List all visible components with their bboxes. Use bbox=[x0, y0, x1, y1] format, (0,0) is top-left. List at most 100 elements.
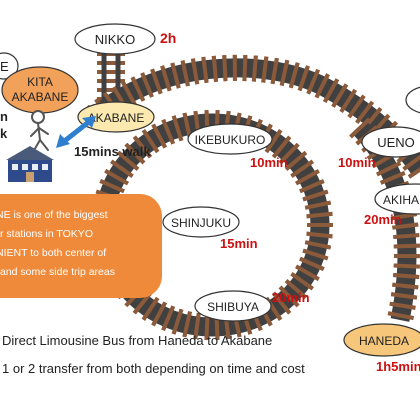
track-tie bbox=[278, 285, 300, 308]
track-tie bbox=[97, 88, 125, 92]
station-ueno-label: UENO bbox=[377, 135, 415, 150]
station-akabane-label: AKABANE bbox=[88, 111, 145, 125]
note-transfer: 1 or 2 transfer from both depending on t… bbox=[2, 361, 305, 376]
time-shibuya: 20min bbox=[272, 290, 310, 305]
time-akihabara: 20min bbox=[364, 212, 402, 227]
track-tie bbox=[97, 61, 125, 65]
track-tie bbox=[295, 264, 320, 281]
walk-fragment-2: k bbox=[0, 126, 8, 141]
track-tie bbox=[339, 88, 357, 113]
station-partial-left[interactable] bbox=[0, 52, 19, 80]
track-tie bbox=[270, 57, 279, 85]
track-tie bbox=[379, 171, 406, 185]
track-tie bbox=[314, 73, 330, 99]
station-kita-akabane-label-1: KITA bbox=[27, 75, 53, 89]
double-arrow-icon bbox=[56, 116, 96, 148]
note-limousine-bus: Direct Limousine Bus from Haneda to Akab… bbox=[2, 333, 273, 348]
track-tie bbox=[393, 233, 420, 240]
track-tie bbox=[297, 65, 310, 92]
track-tie bbox=[322, 78, 340, 103]
station-partial-right[interactable] bbox=[405, 86, 420, 114]
track-tie bbox=[99, 179, 125, 194]
track-tie bbox=[242, 54, 248, 82]
track-tie bbox=[193, 312, 201, 340]
track-tie bbox=[182, 112, 192, 139]
station-haneda[interactable] bbox=[343, 323, 420, 357]
track-tie bbox=[389, 301, 416, 310]
callout-line-3: NIENT to both center of bbox=[0, 247, 107, 259]
station-shinjuku-label: SHINJUKU bbox=[171, 216, 231, 230]
track-tie bbox=[251, 55, 258, 82]
track-tie bbox=[151, 301, 168, 327]
station-akabane[interactable] bbox=[77, 101, 155, 133]
track-tie bbox=[290, 159, 314, 178]
track-tie bbox=[104, 169, 129, 186]
track-tie bbox=[295, 169, 320, 186]
station-shinjuku[interactable] bbox=[162, 206, 240, 238]
walk-fragment-1: n bbox=[0, 109, 8, 124]
station-ueno[interactable] bbox=[361, 126, 420, 158]
track-tie bbox=[306, 68, 320, 95]
track-tie bbox=[376, 161, 402, 177]
track-tie bbox=[393, 243, 420, 249]
track-tie bbox=[204, 313, 210, 340]
track-tie bbox=[392, 282, 419, 290]
track-tie bbox=[160, 65, 172, 92]
track-tie bbox=[355, 100, 375, 124]
track-tie bbox=[110, 159, 134, 178]
track-tie bbox=[402, 154, 420, 171]
walk-label: 15mins walk bbox=[74, 144, 151, 159]
track-tie bbox=[97, 79, 125, 83]
station-nikko[interactable] bbox=[74, 23, 156, 55]
station-nikko-label: NIKKO bbox=[95, 32, 135, 47]
track-tie bbox=[271, 291, 292, 315]
track-tie bbox=[171, 115, 184, 142]
track-tie bbox=[222, 55, 228, 82]
track-tie bbox=[132, 135, 153, 159]
time-ueno: 10min bbox=[338, 155, 376, 170]
track-tie bbox=[97, 70, 125, 74]
station-haneda-label: HANEDA bbox=[359, 334, 409, 348]
station-akihabara[interactable] bbox=[374, 183, 420, 215]
callout-line-2: r stations in TOKYO bbox=[0, 228, 93, 240]
track-tie bbox=[150, 68, 163, 95]
station-shibuya[interactable] bbox=[194, 290, 272, 322]
track-tie bbox=[264, 129, 283, 154]
track-tie bbox=[151, 123, 167, 149]
track-tie bbox=[180, 60, 190, 87]
track-tie bbox=[299, 256, 325, 271]
track-tie bbox=[211, 55, 219, 82]
station-ikebukuro-label: IKEBUKURO bbox=[195, 133, 266, 147]
track-tie bbox=[140, 72, 154, 98]
track-tie bbox=[390, 212, 417, 221]
station-shibuya-label: SHIBUYA bbox=[207, 300, 259, 314]
track-tie bbox=[271, 135, 292, 159]
time-nikko: 2h bbox=[160, 30, 176, 46]
track-tie bbox=[302, 189, 329, 202]
station-kita-akabane-label-2: AKABANE bbox=[12, 90, 69, 104]
track-tie bbox=[124, 142, 146, 165]
track-tie bbox=[390, 292, 418, 300]
track-tie bbox=[393, 263, 420, 269]
track-tie bbox=[161, 118, 176, 145]
track-tie bbox=[116, 150, 140, 171]
track-tie bbox=[141, 296, 160, 321]
station-ikebukuro[interactable] bbox=[187, 123, 273, 155]
track-tie bbox=[261, 56, 269, 83]
track-tie bbox=[306, 231, 333, 239]
track-tie bbox=[331, 83, 349, 108]
track-tie bbox=[130, 76, 146, 102]
time-haneda: 1h5min bbox=[376, 359, 420, 374]
station-akihabara-label: AKIHA bbox=[383, 193, 419, 207]
walking-person-icon bbox=[30, 110, 49, 153]
station-building-icon bbox=[6, 146, 54, 182]
track-tie bbox=[349, 117, 371, 139]
track-tie bbox=[278, 142, 300, 165]
track-tie bbox=[171, 308, 184, 335]
track-tie bbox=[302, 248, 329, 261]
track-tie bbox=[306, 211, 333, 219]
track-tie bbox=[392, 222, 419, 230]
track-tie bbox=[288, 62, 300, 89]
track-tie bbox=[182, 311, 192, 338]
track-tie bbox=[304, 200, 332, 210]
